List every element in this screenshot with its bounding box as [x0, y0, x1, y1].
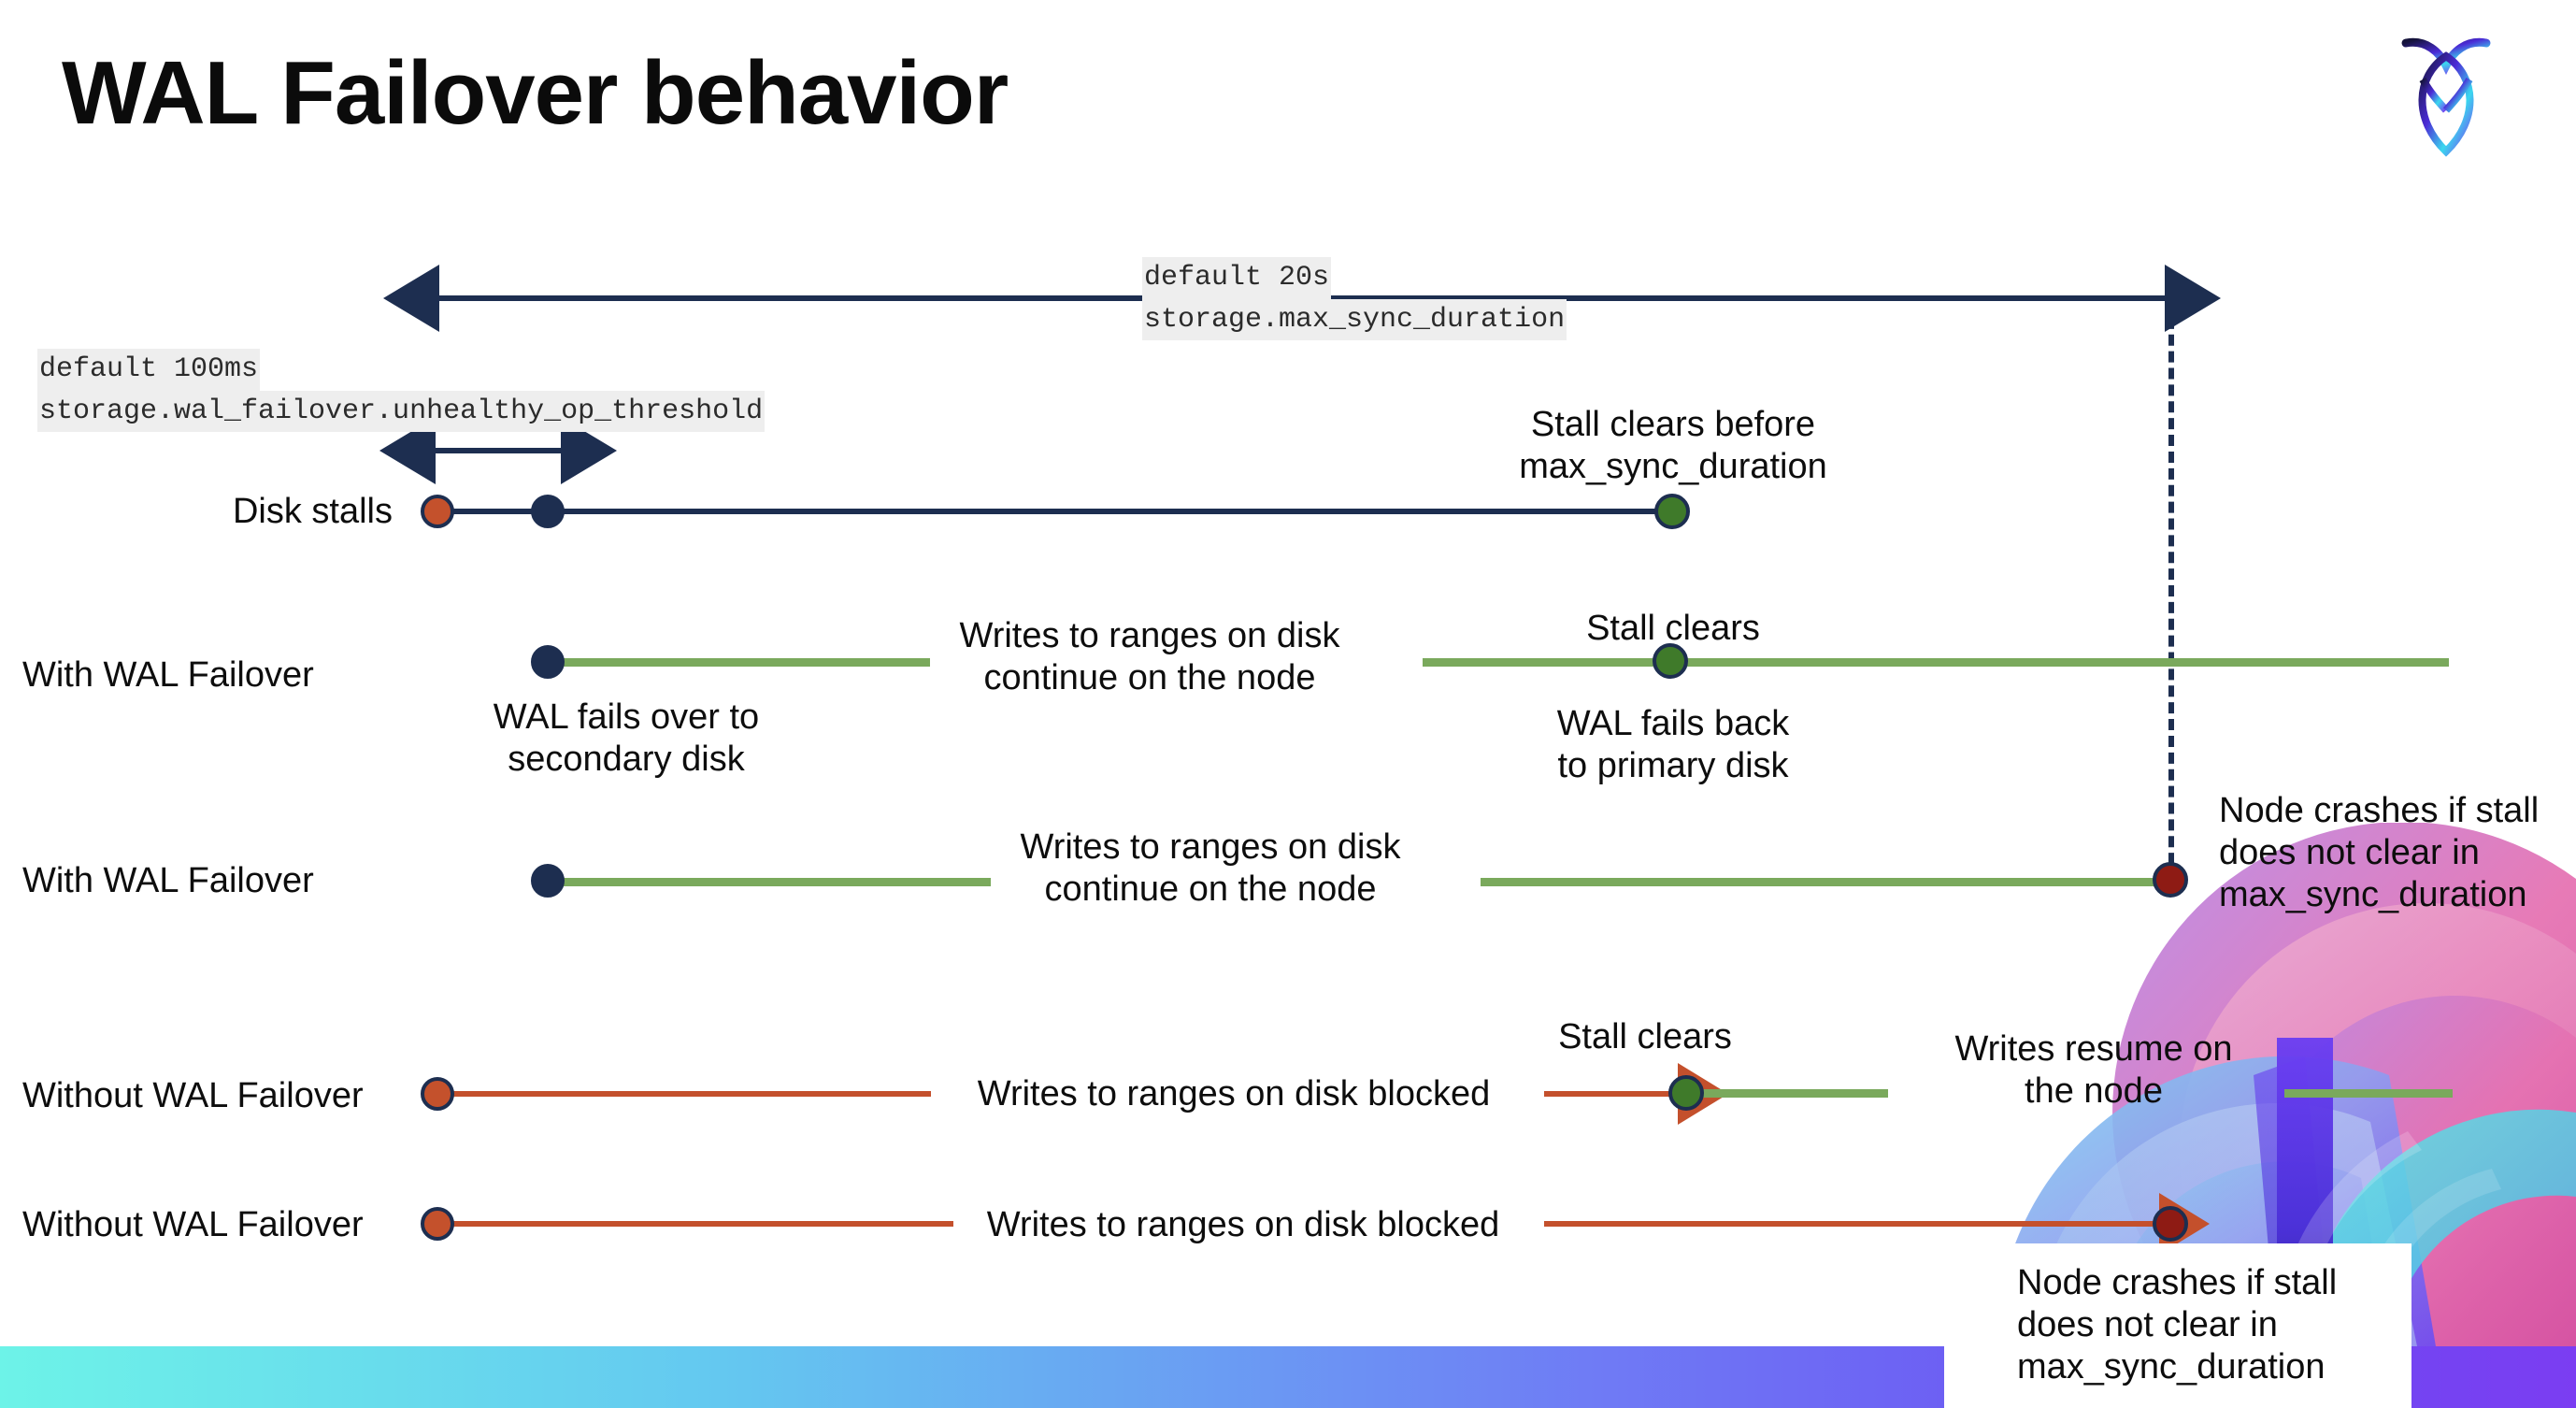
disk-stall-start-dot	[421, 495, 454, 528]
row-label-disk-stalls: Disk stalls	[232, 492, 393, 531]
without-failover-2-crash-dot	[2153, 1206, 2188, 1242]
disk-stalls-track	[437, 509, 1671, 514]
disk-stall-clear-dot	[1654, 494, 1690, 529]
without-failover-2-track-left	[437, 1221, 953, 1227]
note-node-crashes-row5: Node crashes if stall does not clear in …	[2017, 1263, 2338, 1386]
wal-failover-trigger-dot	[531, 495, 565, 528]
row-label-with-wal-failover-2: With WAL Failover	[22, 861, 314, 900]
with-failover-2-crash-dot	[2153, 862, 2188, 898]
without-failover-2-start-dot	[421, 1207, 454, 1241]
cockroachdb-logo-icon	[2395, 28, 2497, 159]
with-failover-1-track-left	[547, 658, 930, 667]
with-failover-2-track-right	[1481, 878, 2172, 886]
with-failover-1-track-right	[1423, 658, 2449, 667]
note-wal-fails-back: WAL fails back to primary disk	[1556, 704, 1790, 785]
note-stall-clears-before-max-sync: Stall clears before max_sync_duration	[1519, 405, 1827, 486]
with-failover-1-clear-dot	[1653, 643, 1688, 679]
note-stall-clears-row2: Stall clears	[1586, 609, 1760, 648]
note-writes-continue-row3: Writes to ranges on disk continue on the…	[1020, 827, 1401, 909]
unhealthy-default-text: default 100ms	[37, 349, 261, 391]
without-failover-1-clear-dot	[1668, 1075, 1704, 1111]
without-failover-1-track-right	[1692, 1089, 1888, 1098]
note-stall-clears-row4: Stall clears	[1558, 1017, 1732, 1056]
bottom-callout-box	[1944, 1243, 2411, 1408]
without-failover-1-start-dot	[421, 1077, 454, 1111]
note-writes-resume: Writes resume on the node	[1954, 1029, 2233, 1111]
max-sync-setting-text: storage.max_sync_duration	[1142, 298, 1567, 341]
row-label-without-wal-failover-1: Without WAL Failover	[22, 1076, 364, 1115]
row-label-with-wal-failover-1: With WAL Failover	[22, 655, 314, 695]
note-writes-blocked-row5: Writes to ranges on disk blocked	[986, 1205, 1500, 1244]
with-failover-1-start-dot	[531, 645, 565, 679]
note-wal-fails-over: WAL fails over to secondary disk	[493, 697, 760, 779]
max-sync-default-text: default 20s	[1142, 257, 1332, 299]
row-label-without-wal-failover-2: Without WAL Failover	[22, 1205, 364, 1244]
page-title: WAL Failover behavior	[62, 43, 1009, 143]
unhealthy-op-threshold-callout: default 100ms storage.wal_failover.unhea…	[37, 349, 766, 433]
note-writes-blocked-row4: Writes to ranges on disk blocked	[977, 1074, 1491, 1113]
unhealthy-setting-text: storage.wal_failover.unhealthy_op_thresh…	[37, 390, 766, 433]
with-failover-2-track-left	[547, 878, 991, 886]
max-sync-duration-dashed-connector	[2168, 301, 2174, 881]
note-writes-continue-row2: Writes to ranges on disk continue on the…	[959, 616, 1340, 697]
max-sync-duration-callout: default 20s storage.max_sync_duration	[1142, 257, 1567, 341]
note-node-crashes-row3: Node crashes if stall does not clear in …	[2219, 791, 2540, 914]
with-failover-2-start-dot	[531, 864, 565, 898]
without-failover-1-track-left	[437, 1091, 931, 1097]
without-failover-1-track-resume	[2284, 1089, 2453, 1098]
